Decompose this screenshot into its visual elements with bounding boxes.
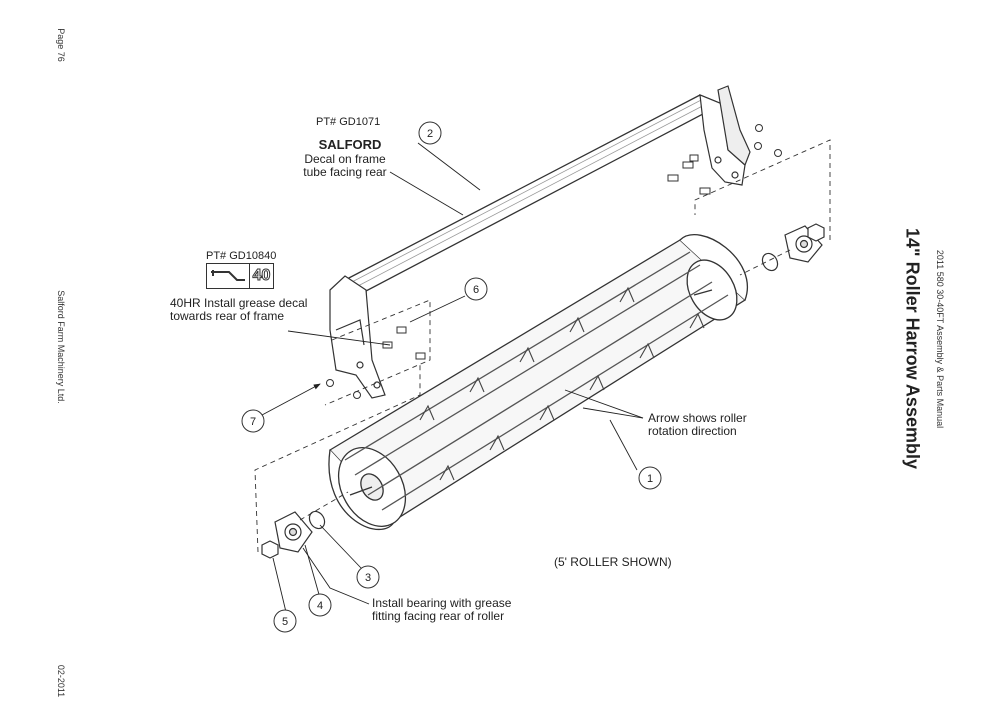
- callout-1-text: 1: [647, 473, 653, 485]
- grease-line-1: 40HR Install grease decal: [170, 296, 308, 310]
- callout-2: 2: [418, 121, 442, 145]
- callout-7-text: 7: [250, 416, 256, 428]
- decal-line-2: tube facing rear: [303, 165, 387, 179]
- callout-2-text: 2: [427, 128, 433, 140]
- roller-drum: [328, 234, 748, 531]
- callout-1: 1: [638, 466, 662, 490]
- grease-part-number: PT# GD10840: [206, 250, 277, 262]
- grease-gun-icon: [207, 264, 250, 288]
- callout-4-text: 4: [317, 600, 323, 612]
- decal-part-number: PT# GD1071: [316, 116, 381, 128]
- arrow-line-2: rotation direction: [648, 424, 737, 438]
- grease-decal-icon: 40: [206, 263, 274, 289]
- roller-shown-note: (5' ROLLER SHOWN): [554, 555, 672, 569]
- bearing-line-1: Install bearing with grease: [372, 596, 512, 610]
- grease-decal-number: 40: [252, 267, 271, 285]
- left-bearing-assembly: [261, 510, 326, 559]
- callout-3-text: 3: [365, 572, 371, 584]
- bearing-line-2: fitting facing rear of roller: [372, 609, 505, 623]
- callout-7: 7: [241, 409, 265, 433]
- callout-5-text: 5: [282, 616, 288, 628]
- callout-3: 3: [356, 565, 380, 589]
- decal-line-1: Decal on frame: [304, 152, 386, 166]
- callout-6: 6: [464, 277, 488, 301]
- callout-5: 5: [273, 609, 297, 633]
- right-bearing-assembly: [761, 223, 825, 272]
- arrow-line-1: Arrow shows roller: [648, 411, 747, 425]
- callout-6-text: 6: [473, 284, 479, 296]
- right-frame-bracket: [699, 85, 751, 186]
- callout-4: 4: [308, 593, 332, 617]
- right-bolts: [667, 124, 782, 195]
- grease-line-2: towards rear of frame: [170, 309, 285, 323]
- left-frame-bracket: [329, 275, 386, 399]
- decal-brand: SALFORD: [318, 137, 382, 152]
